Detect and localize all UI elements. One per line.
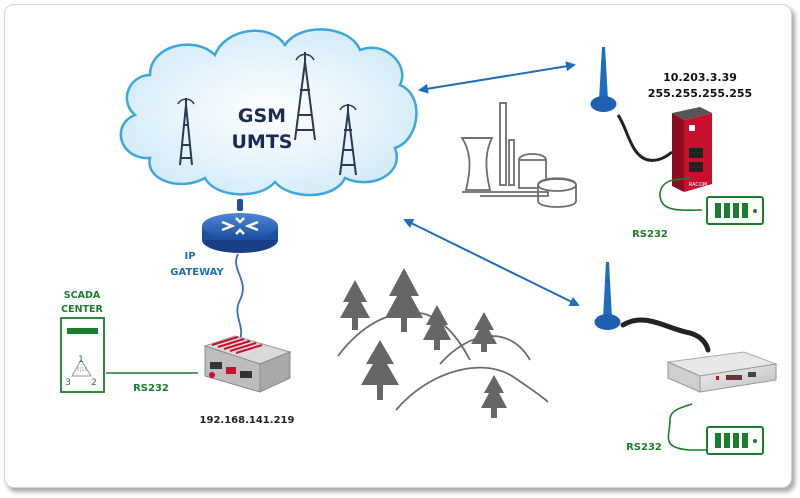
tower-icon — [339, 104, 357, 176]
tree-icon — [481, 375, 507, 418]
gateway-ip-address: 192.168.141.219 — [200, 415, 295, 426]
scada-label-line1: SCADA — [64, 290, 101, 301]
bottom-router-brand: RACOM — [726, 376, 741, 381]
cloud-label-umts: UMTS — [232, 131, 293, 153]
tree-icon — [423, 305, 451, 350]
top-router-mask: 255.255.255.255 — [648, 87, 752, 100]
gsm-umts-cloud: GSM UMTS — [119, 28, 418, 197]
tree-icon — [361, 340, 399, 400]
link-arrow-top — [418, 61, 576, 94]
antenna-bottom-icon — [594, 262, 621, 330]
rs232-device-top-icon — [706, 196, 764, 225]
gateway-cable — [235, 253, 244, 341]
rs232-top-cable — [659, 177, 703, 212]
gateway-label-gateway: GATEWAY — [170, 267, 224, 278]
scada-sub-label: 5|15 — [76, 367, 87, 373]
scada-node-2: 2 — [91, 378, 97, 388]
gateway-label-ip: IP — [184, 251, 195, 262]
racom-router-left — [203, 335, 292, 393]
power-plant-icon — [460, 102, 577, 208]
top-router-ip: 10.203.3.39 — [663, 71, 737, 84]
rs232-device-bottom-icon — [706, 426, 764, 455]
tree-icon — [385, 268, 423, 332]
top-router-brand: RACOM — [689, 182, 707, 188]
rs232-top-label: RS232 — [632, 229, 668, 240]
scada-node-3: 3 — [65, 378, 71, 388]
tree-icon — [471, 312, 497, 352]
antenna-top-cable — [616, 114, 673, 162]
tower-icon — [294, 52, 316, 141]
racom-router-top — [672, 107, 712, 192]
scada-node-1: 1 — [78, 355, 84, 365]
cloud-label-gsm: GSM — [238, 105, 286, 127]
antenna-top-icon — [590, 47, 617, 112]
rs232-left-label: RS232 — [133, 383, 169, 394]
scada-terminal-icon — [60, 317, 105, 393]
ip-gateway-router-icon — [202, 199, 278, 253]
tower-icon — [177, 98, 195, 166]
racom-router-bottom — [666, 351, 778, 393]
rs232-bottom-cable — [667, 403, 706, 451]
scada-label-line2: CENTER — [61, 304, 103, 315]
rs232-bottom-label: RS232 — [626, 442, 662, 453]
antenna-bottom-cable — [620, 317, 711, 353]
link-arrow-bottom — [403, 219, 580, 306]
tree-icon — [340, 280, 370, 330]
